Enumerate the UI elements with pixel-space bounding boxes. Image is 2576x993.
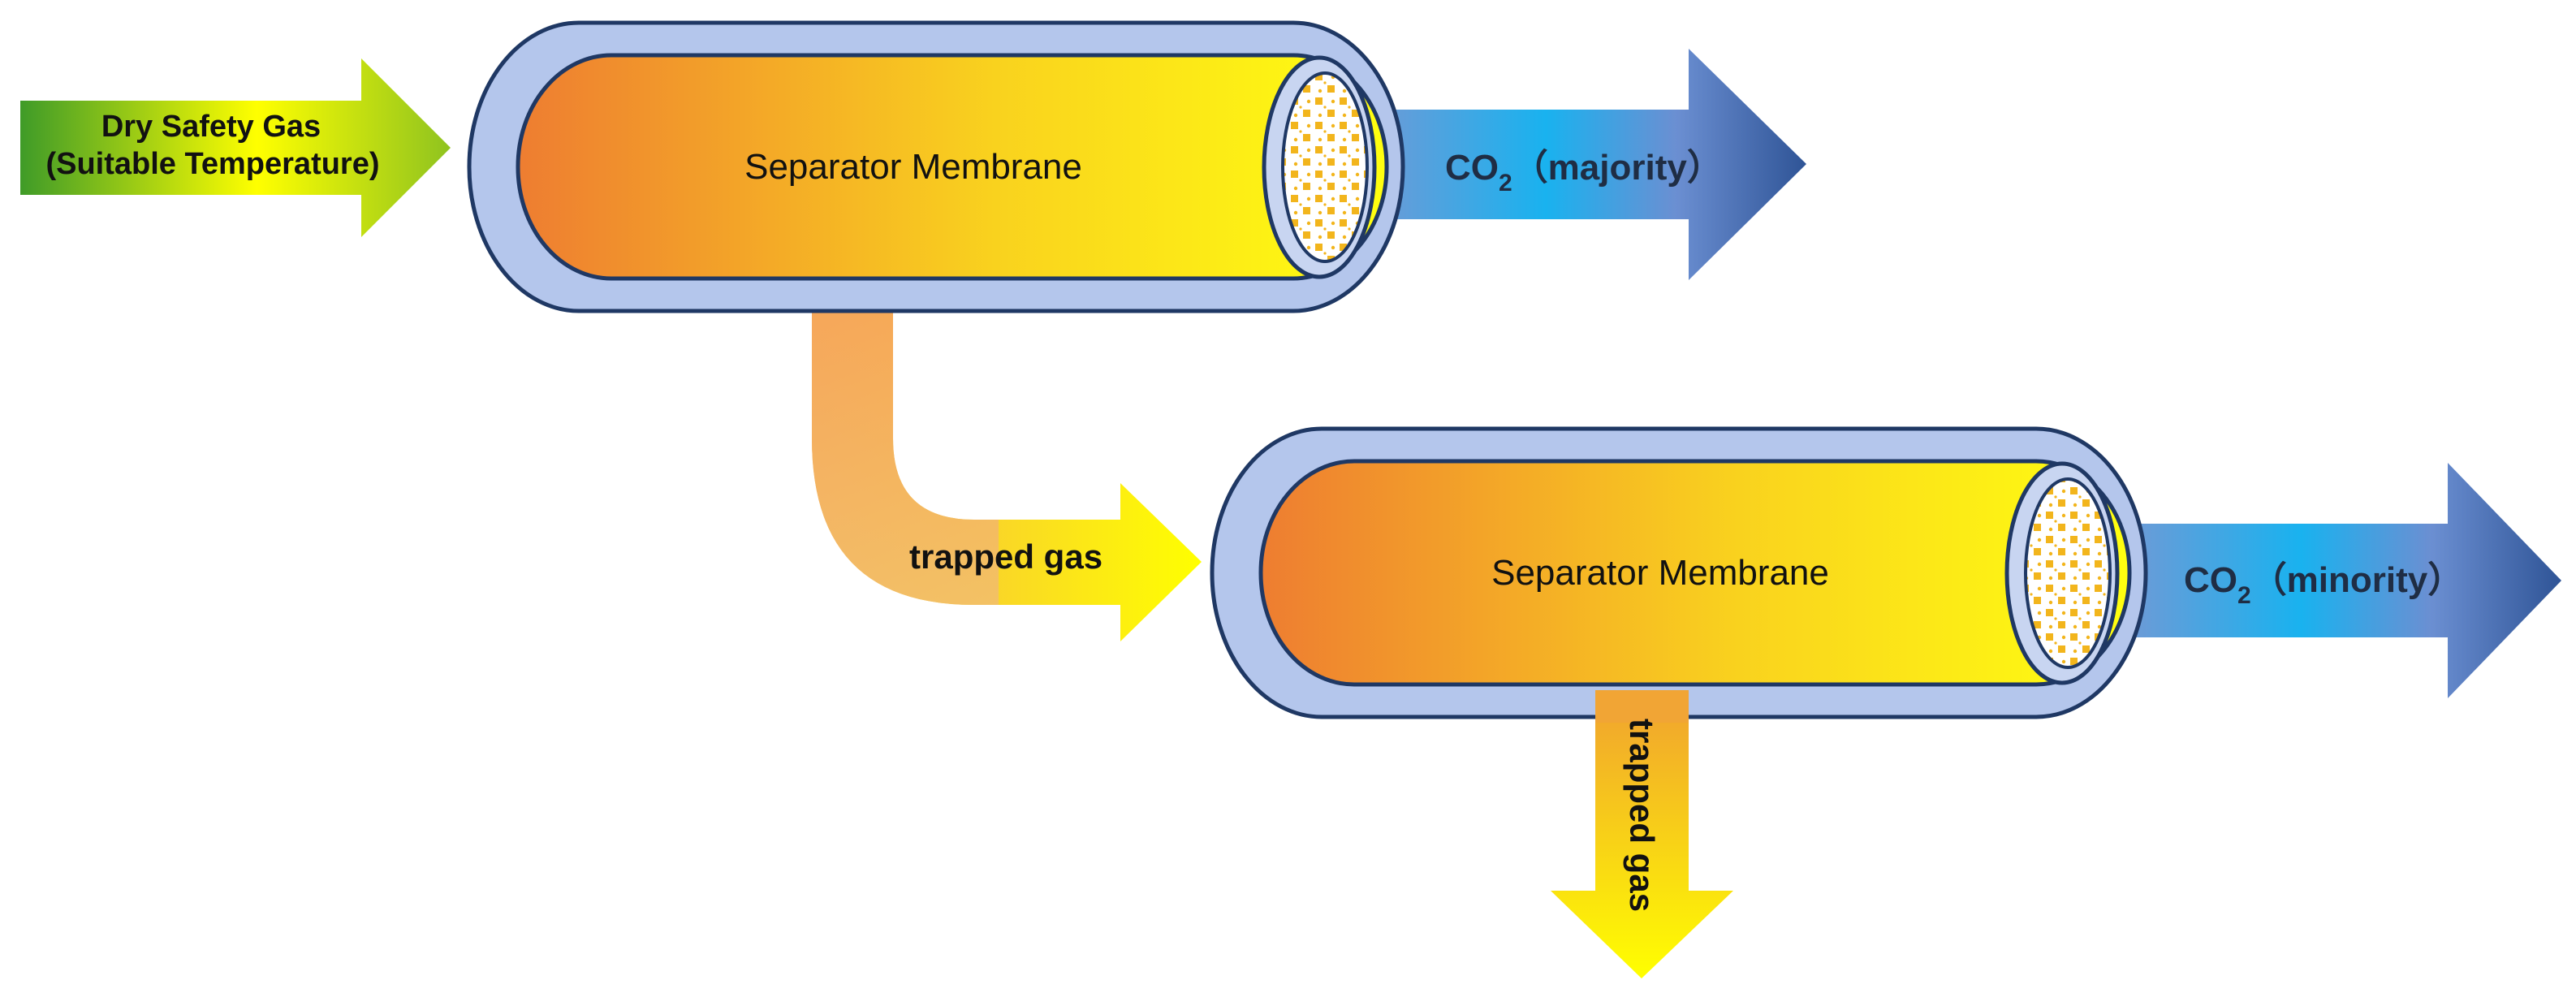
input-gas-arrow: Dry Safety Gas (Suitable Temperature) xyxy=(20,58,451,237)
co2-majority-arrow xyxy=(1372,49,1806,280)
separator-tube-2: Separator Membrane xyxy=(1210,426,2148,719)
trapped-gas-outlet xyxy=(1595,690,1689,723)
mesh-filter-icon xyxy=(2024,477,2112,669)
input-gas-label: Dry Safety Gas xyxy=(101,110,321,144)
trapped-gas-label-2: trapped gas xyxy=(1623,719,1661,912)
input-gas-condition: (Suitable Temperature) xyxy=(45,147,379,181)
co2-minority-label: CO2（minority） xyxy=(2184,560,2463,609)
separator-tube-1: Separator Membrane xyxy=(467,20,1405,313)
trapped-gas-label-1: trapped gas xyxy=(909,538,1102,576)
trapped-gas-flow-1 xyxy=(812,313,1202,641)
mesh-filter-icon xyxy=(1281,71,1369,263)
co2-minority-arrow xyxy=(2127,463,2561,698)
trapped-gas-flow-2 xyxy=(1551,690,1733,978)
co2-majority-label: CO2（majority） xyxy=(1445,148,1723,196)
membrane-label-1: Separator Membrane xyxy=(744,147,1082,187)
membrane-label-2: Separator Membrane xyxy=(1491,553,1829,593)
